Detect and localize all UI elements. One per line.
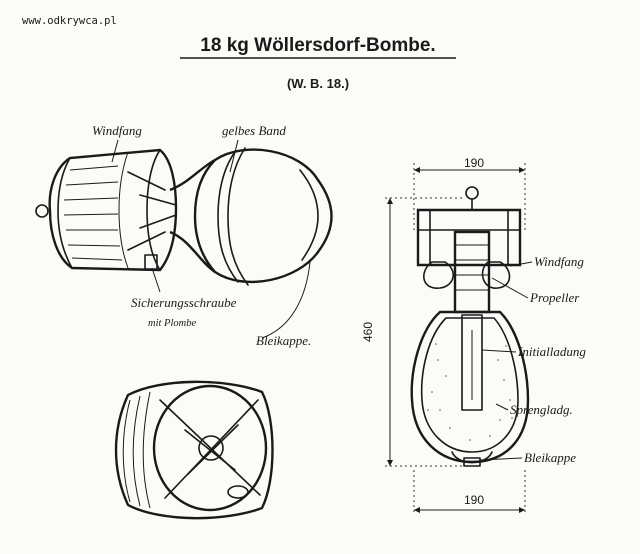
diagram-subtitle: (W. B. 18.) (287, 76, 349, 91)
label-bleikappe-left: Bleikappe. (256, 333, 311, 348)
watermark: www.odkrywca.pl (22, 15, 117, 27)
side-body (193, 148, 333, 284)
tail-ring (227, 485, 249, 499)
side-lead-cap (299, 169, 319, 261)
safety-screw (144, 254, 158, 270)
cross-section: 190 460 190 (361, 156, 530, 515)
side-hatch (63, 165, 123, 261)
section-initialladung (461, 314, 483, 411)
label-bleikappe-right: Bleikappe (524, 450, 576, 465)
tail-opening (152, 384, 268, 512)
tail-view-bomb (114, 380, 274, 520)
diagram-title: 18 kg Wöllersdorf-Bombe. (200, 35, 435, 56)
section-ring (465, 186, 479, 200)
label-gelbes-band: gelbes Band (222, 123, 286, 138)
side-yellow-band (217, 151, 239, 283)
side-view-bomb (35, 147, 333, 286)
section-propeller-left (423, 261, 454, 289)
section-bleikappe (451, 451, 493, 464)
label-sprengladung: Sprengladg. (510, 402, 573, 417)
dim-top-width: 190 (464, 156, 484, 170)
label-sicherungsschraube: Sicherungsschraube (131, 295, 237, 310)
label-propeller: Propeller (529, 290, 580, 305)
label-mit-plombe: mit Plombe (148, 318, 196, 329)
label-initialladung: Initialladung (517, 344, 586, 359)
section-fuze (453, 230, 491, 314)
section-windfang (416, 208, 522, 267)
dim-bottom-width: 190 (464, 493, 484, 507)
dim-height: 460 (361, 322, 375, 342)
section-propeller-right (481, 261, 511, 289)
label-windfang-left: Windfang (92, 123, 142, 138)
tail-hub (198, 435, 224, 461)
tail-cylinder (114, 380, 274, 520)
section-sprengladung (427, 343, 513, 441)
label-windfang-right: Windfang (534, 254, 584, 269)
side-windfang (48, 148, 178, 272)
suspension-ring (35, 204, 49, 218)
